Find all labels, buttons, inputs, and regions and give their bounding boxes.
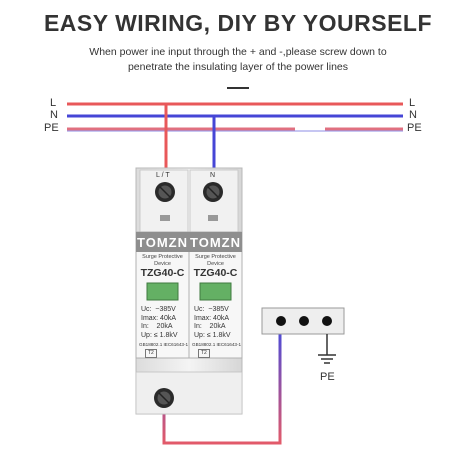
module-left-class: T2 <box>145 349 157 358</box>
ground-screw-1 <box>276 316 286 326</box>
module-right-specs: Uc: ~385V Imax: 40kA In: 20kA Up: ≤ 1.8k… <box>194 306 231 339</box>
module-right-class: T2 <box>198 349 210 358</box>
terminal-label-n: N <box>210 172 216 179</box>
module-left-brand: TOMZN <box>137 235 188 250</box>
module-right-brand: TOMZN <box>190 235 241 250</box>
label-ground-pe: PE <box>320 371 335 383</box>
subtitle-line-1: When power ine input through the + and -… <box>89 46 387 58</box>
module-right-standard: GB18802.1 IEC61643-1 <box>192 342 242 347</box>
return-wire <box>162 330 282 445</box>
module-left-description: Surge Protective Device <box>142 254 183 267</box>
label-right-pe: PE <box>407 122 422 134</box>
subtitle-line-2: penetrate the insulating layer of the po… <box>127 61 349 73</box>
ground-screw-2 <box>299 316 309 326</box>
label-right-l: L <box>409 97 416 109</box>
label-left-n: N <box>50 109 58 121</box>
indicator-left <box>146 282 179 301</box>
page-title: EASY WIRING, DIY BY YOURSELF <box>43 10 433 36</box>
label-left-l: L <box>50 97 57 109</box>
ground-screw-3 <box>322 316 332 326</box>
label-right-n: N <box>409 109 417 121</box>
module-left-specs: Uc: ~385V Imax: 40kA In: 20kA Up: ≤ 1.8k… <box>141 306 178 339</box>
module-right-model: TZG40-C <box>193 267 238 279</box>
module-right-description: Surge Protective Device <box>195 254 236 267</box>
terminal-label-lt: L / T <box>156 172 170 179</box>
label-left-pe: PE <box>44 122 59 134</box>
module-left-standard: GB18802.1 IEC61643-1 <box>139 342 189 347</box>
indicator-right <box>199 282 232 301</box>
divider <box>227 87 249 89</box>
module-left-model: TZG40-C <box>140 267 185 279</box>
subtitle: When power ine input through the + and -… <box>40 45 436 75</box>
